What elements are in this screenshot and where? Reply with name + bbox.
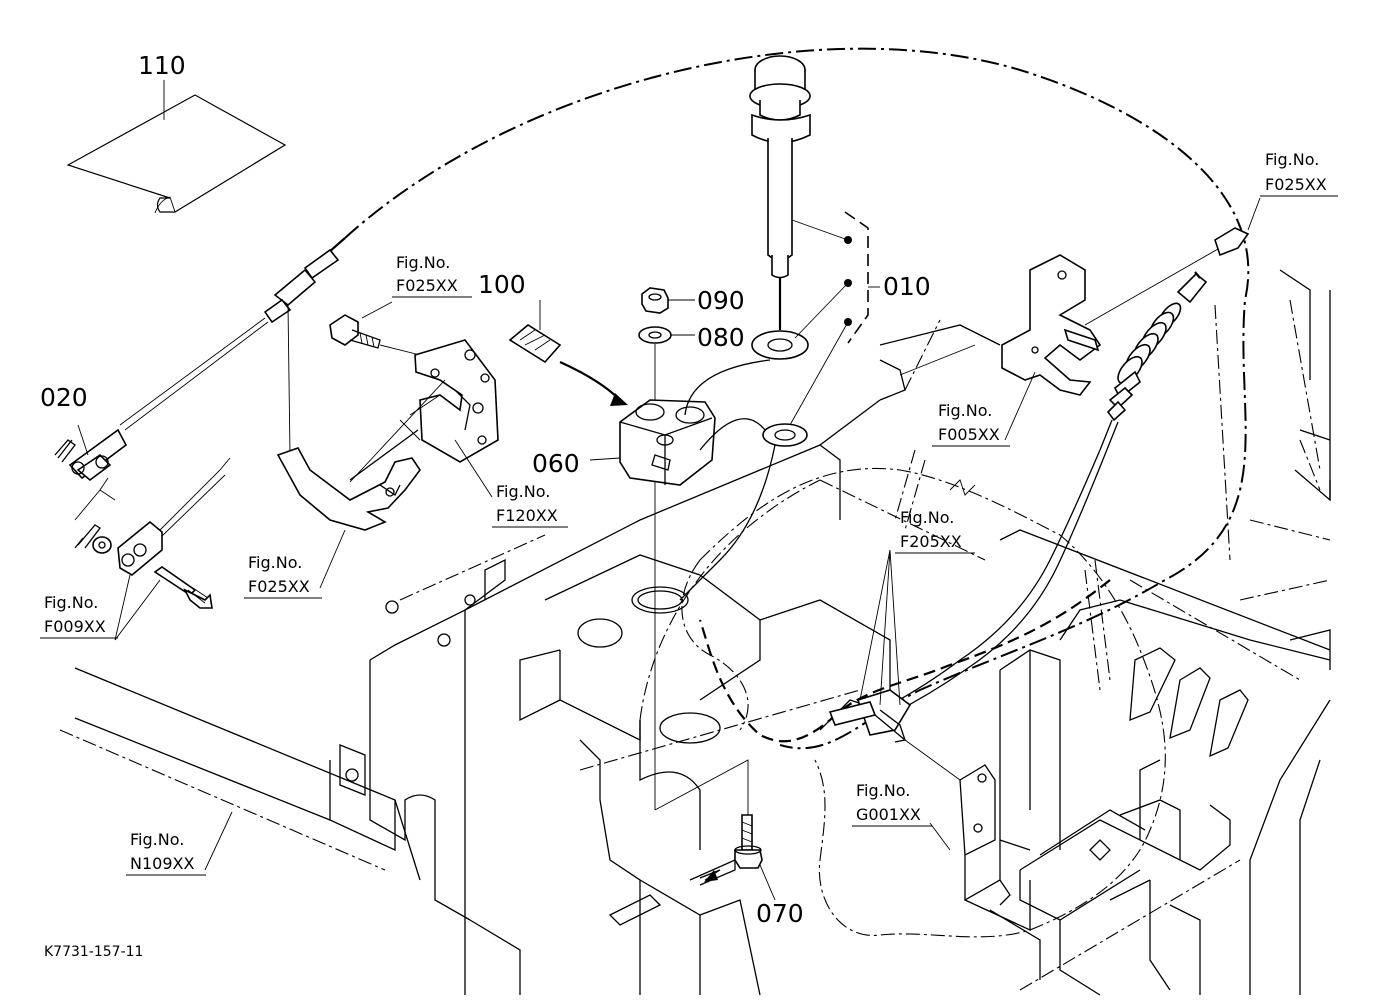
callout-100: 100: [478, 270, 526, 299]
mounting-bolt: [704, 814, 776, 901]
svg-text:F025XX: F025XX: [1265, 175, 1327, 194]
component-outline-top: [639, 479, 821, 721]
hidden-cable: [698, 579, 1111, 743]
pedal-bracket: [276, 314, 499, 531]
manual-sheet: [66, 80, 287, 214]
fig-ref-g001: Fig.No. G001XX: [852, 781, 932, 827]
svg-text:F005XX: F005XX: [938, 425, 1000, 444]
svg-text:Fig.No.: Fig.No.: [1265, 150, 1319, 169]
fig-ref-f005: Fig.No. F005XX: [932, 401, 1010, 447]
drawing-code: K7731-157-11: [44, 944, 143, 960]
svg-text:Fig.No.: Fig.No.: [900, 508, 954, 527]
svg-text:Fig.No.: Fig.No.: [938, 401, 992, 420]
cable-end-assembly: [74, 457, 231, 609]
svg-text:Fig.No.: Fig.No.: [856, 781, 910, 800]
control-cable: [828, 271, 1208, 781]
callout-020: 020: [40, 383, 88, 412]
callout-080: 080: [697, 323, 745, 352]
callout-110: 110: [138, 51, 186, 80]
rubber-pad: [508, 300, 628, 406]
fig-ref-f009: Fig.No. F009XX: [40, 593, 118, 639]
figure-references: Fig.No. F025XX Fig.No. F120XX Fig.No. F0…: [40, 150, 1338, 876]
callout-010: 010: [883, 272, 931, 301]
throttle-cable: [54, 237, 346, 482]
svg-text:F025XX: F025XX: [396, 276, 458, 295]
callout-labels: 110 020 100 090 080 010 060 070: [40, 51, 931, 928]
callout-070: 070: [756, 899, 804, 928]
svg-text:N109XX: N109XX: [130, 854, 194, 873]
svg-text:F205XX: F205XX: [900, 532, 962, 551]
svg-text:F120XX: F120XX: [496, 506, 558, 525]
svg-text:G001XX: G001XX: [856, 805, 921, 824]
svg-text:Fig.No.: Fig.No.: [44, 593, 98, 612]
svg-text:Fig.No.: Fig.No.: [396, 253, 450, 272]
leader-lines: [114, 301, 1036, 871]
steering-column: [749, 55, 880, 426]
fig-ref-n109: Fig.No. N109XX: [126, 830, 206, 876]
chassis-frame: [59, 269, 1331, 996]
svg-text:Fig.No.: Fig.No.: [496, 482, 550, 501]
svg-text:Fig.No.: Fig.No.: [130, 830, 184, 849]
svg-text:F025XX: F025XX: [248, 577, 310, 596]
callout-060: 060: [532, 449, 580, 478]
nut-washer: [638, 287, 749, 835]
component-outline: [699, 467, 1166, 938]
fig-ref-f025-top-right: Fig.No. F025XX: [1260, 150, 1338, 197]
svg-text:Fig.No.: Fig.No.: [248, 553, 302, 572]
fig-ref-f025-upper-left: Fig.No. F025XX: [392, 253, 472, 298]
callout-090: 090: [697, 286, 745, 315]
fig-ref-f120: Fig.No. F120XX: [492, 482, 568, 528]
svg-text:F009XX: F009XX: [44, 617, 106, 636]
fig-ref-f205: Fig.No. F205XX: [895, 508, 975, 554]
fig-ref-f025-lower-left: Fig.No. F025XX: [244, 553, 322, 599]
cable-routing-arc: [344, 47, 1250, 750]
component-outline-left: [681, 559, 749, 731]
bearing-block: [589, 359, 808, 601]
cable-bracket: [1001, 197, 1261, 396]
